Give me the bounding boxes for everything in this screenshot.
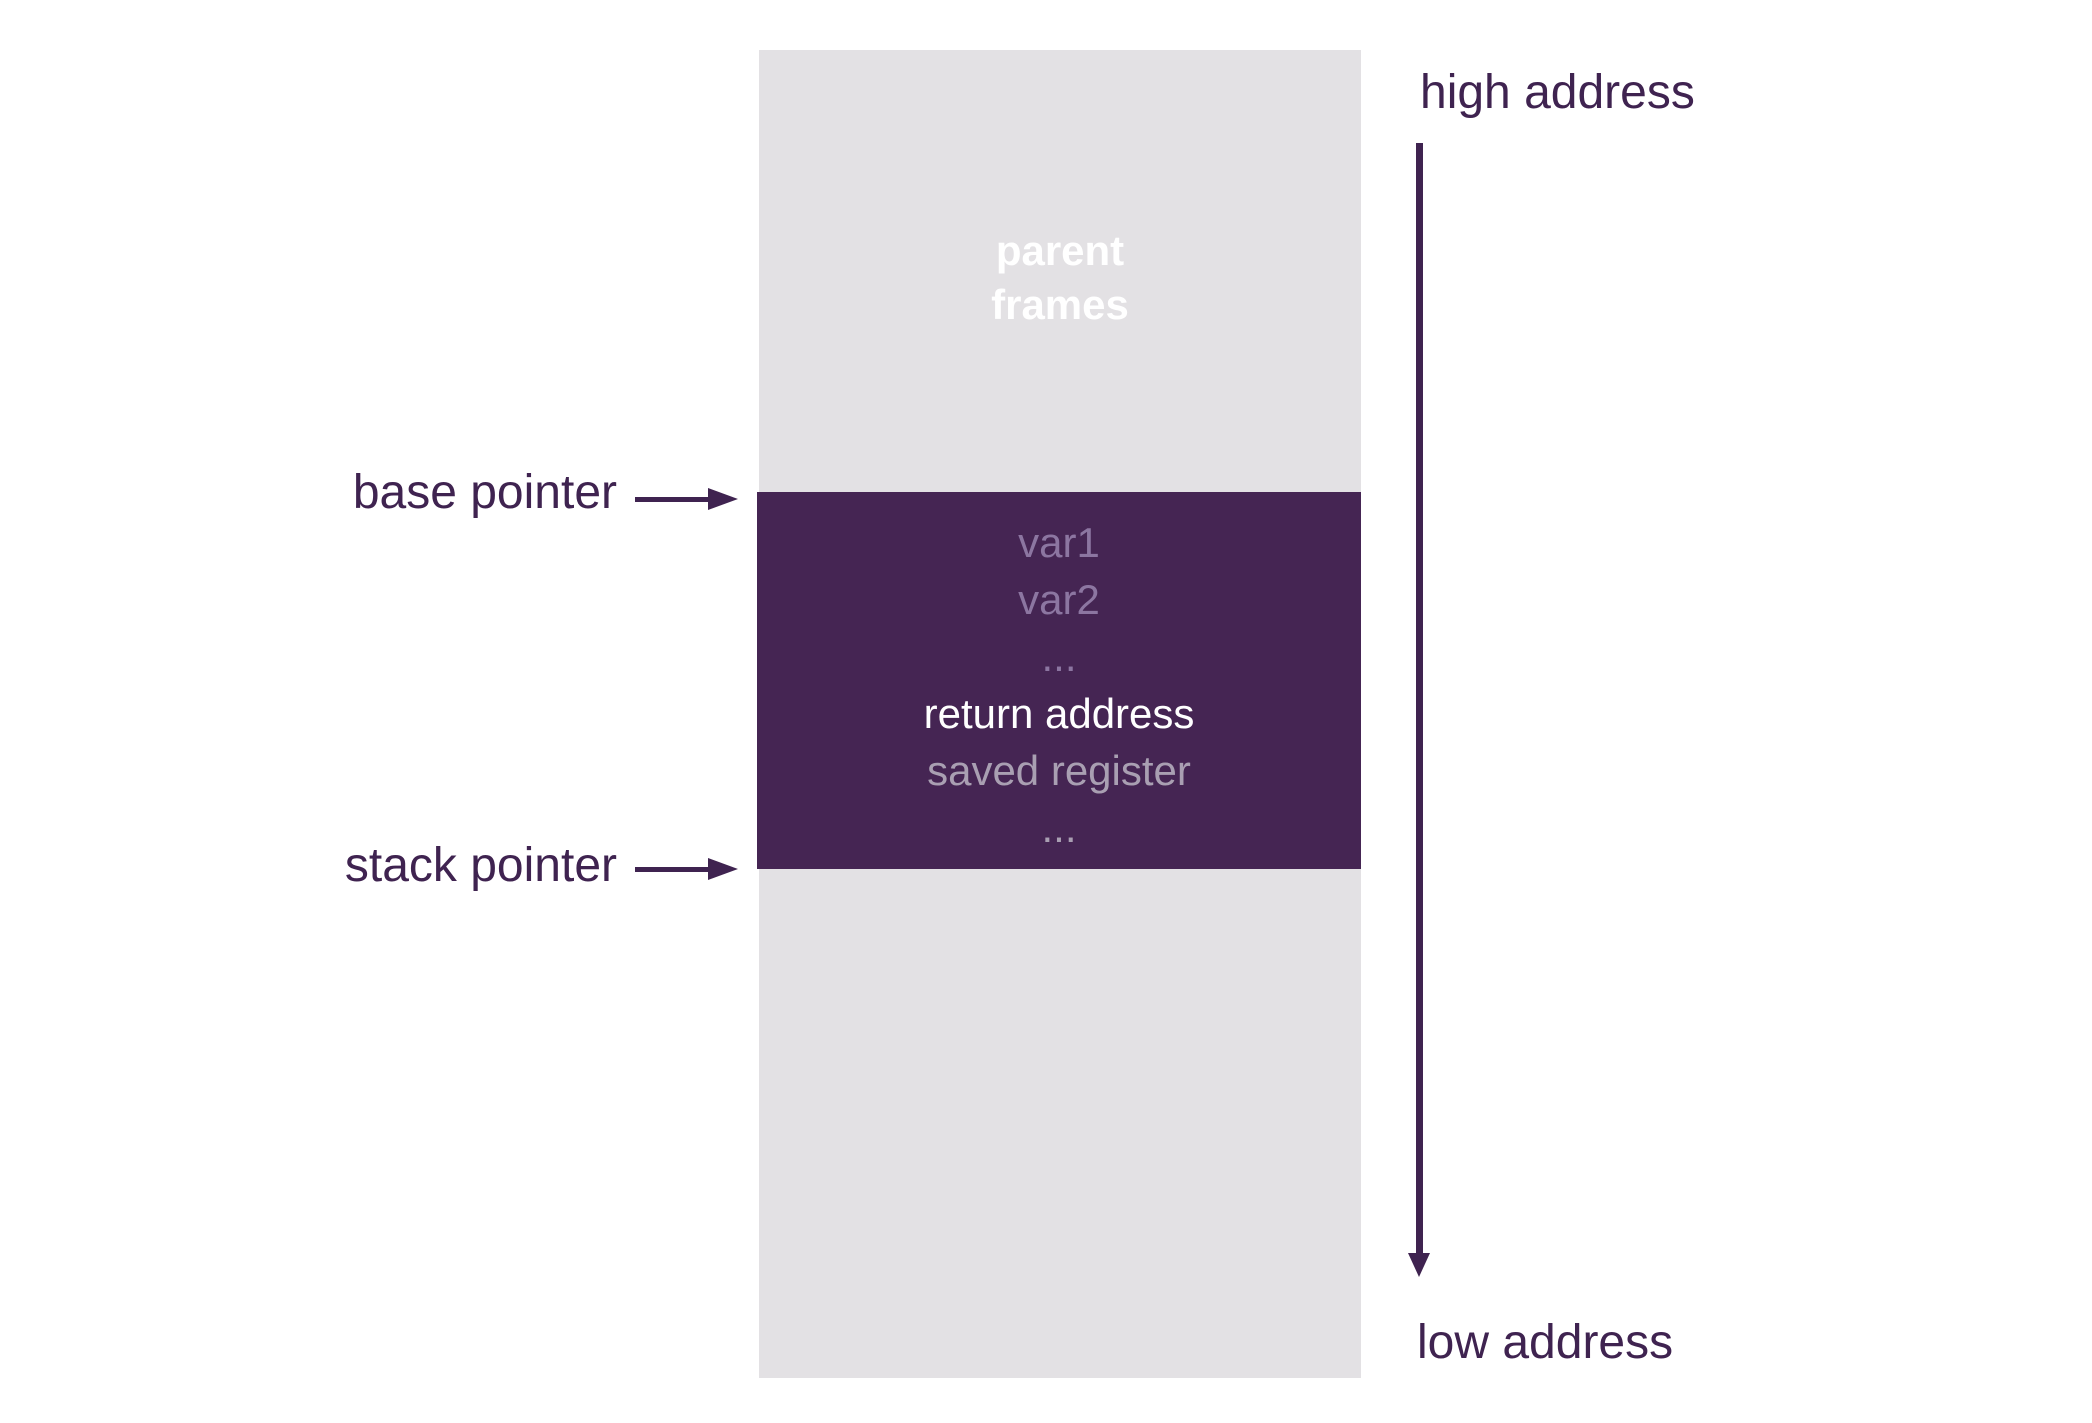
- current-stack-frame: var1 var2 ... return address saved regis…: [757, 492, 1361, 869]
- stack-pointer-label: stack pointer: [344, 839, 617, 892]
- frame-row-ellipsis-bottom: ...: [1041, 804, 1077, 851]
- frame-row-ellipsis-top: ...: [1041, 633, 1077, 680]
- frame-row-var1: var1: [1018, 519, 1100, 566]
- address-direction-arrow-icon: [1408, 143, 1431, 1277]
- stack-pointer-arrow-icon: [635, 858, 738, 880]
- parent-frames-line2: frames: [991, 281, 1129, 328]
- frame-row-saved-register: saved register: [927, 747, 1191, 794]
- base-pointer-arrowhead-icon: [708, 488, 738, 510]
- address-direction-arrowhead-icon: [1408, 1253, 1430, 1277]
- parent-frames-label: parent frames: [759, 224, 1361, 332]
- low-address-label: low address: [1417, 1316, 1674, 1369]
- stack-pointer-arrow-line: [635, 867, 710, 872]
- address-direction-arrow-line: [1416, 143, 1423, 1253]
- base-pointer-arrow-icon: [635, 488, 738, 510]
- base-pointer-label: base pointer: [352, 466, 617, 519]
- frame-row-return-address: return address: [923, 690, 1195, 737]
- frame-row-var2: var2: [1018, 576, 1100, 623]
- parent-frames-line1: parent: [995, 227, 1125, 274]
- stack-pointer-arrowhead-icon: [708, 858, 738, 880]
- high-address-label: high address: [1420, 66, 1695, 119]
- base-pointer-arrow-line: [635, 497, 710, 502]
